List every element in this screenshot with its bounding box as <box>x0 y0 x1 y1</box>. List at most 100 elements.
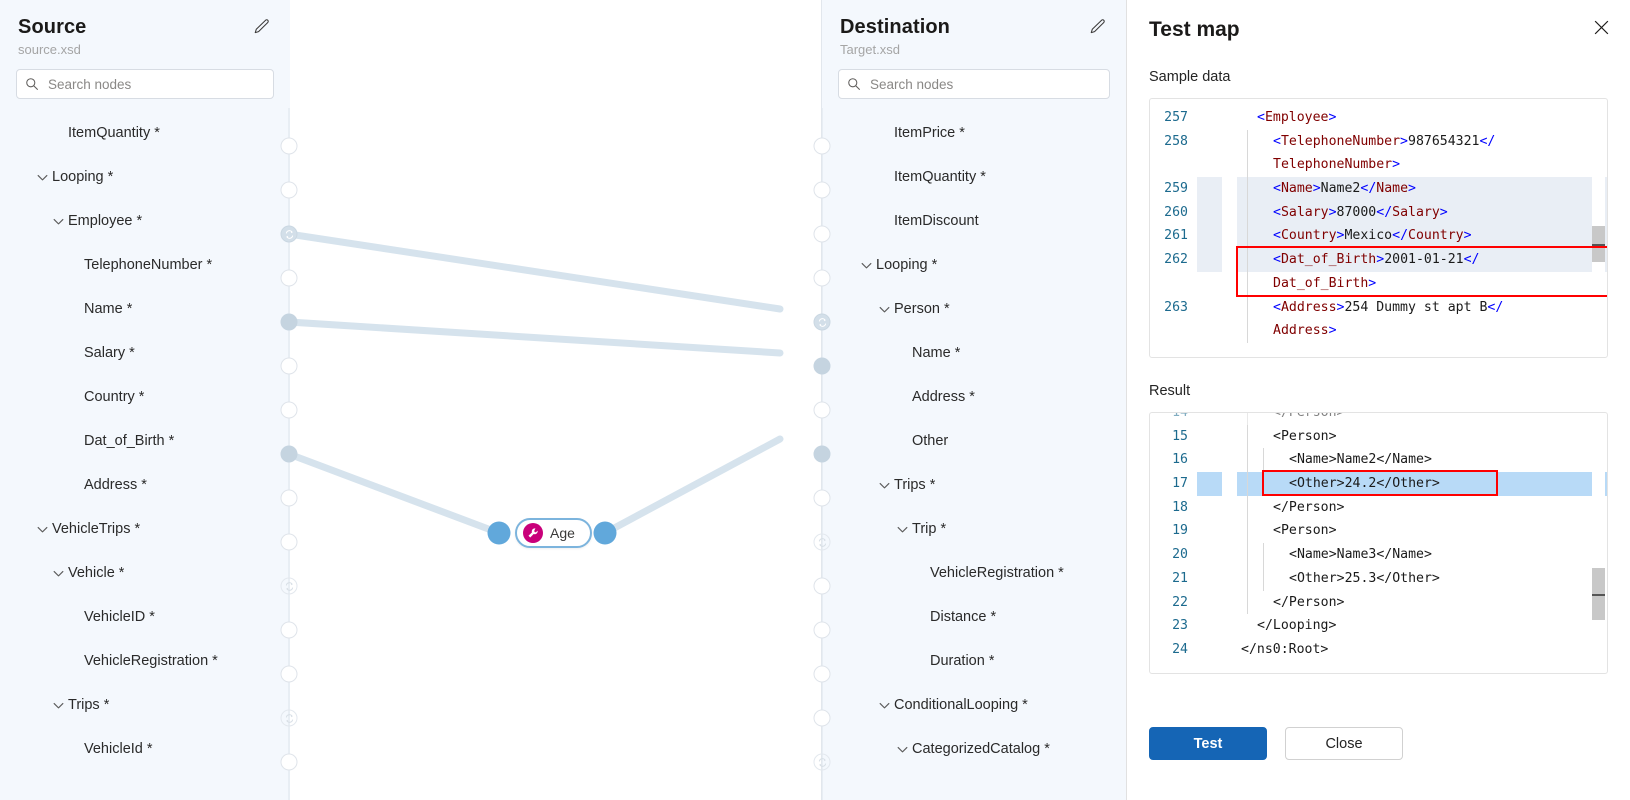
code-line[interactable]: 22</Person> <box>1150 590 1607 615</box>
connector-handle[interactable] <box>813 313 831 331</box>
tree-node-dat-of-birth[interactable]: Dat_of_Birth * <box>0 419 290 463</box>
code-line[interactable]: 15<Person> <box>1150 424 1607 449</box>
tree-node-vehicle[interactable]: Vehicle * <box>0 551 290 595</box>
tree-node-salary[interactable]: Salary * <box>0 331 290 375</box>
chevron-down-icon[interactable] <box>52 567 65 580</box>
connector-handle[interactable] <box>280 533 298 551</box>
tree-node-employee[interactable]: Employee * <box>0 199 290 243</box>
tree-node-conditionallooping[interactable]: ConditionalLooping * <box>822 683 1126 727</box>
function-node-output-handle[interactable] <box>593 521 617 545</box>
result-scrollbar[interactable] <box>1592 413 1605 673</box>
tree-node-vehicleid[interactable]: VehicleID * <box>0 595 290 639</box>
code-line[interactable]: 19<Person> <box>1150 519 1607 544</box>
code-line[interactable]: 16<Name>Name2</Name> <box>1150 448 1607 473</box>
sample-scrollbar-thumb[interactable] <box>1592 226 1605 262</box>
function-node-input-handle[interactable] <box>487 521 511 545</box>
tree-node-itemquantity[interactable]: ItemQuantity * <box>822 155 1126 199</box>
code-line[interactable]: 18</Person> <box>1150 495 1607 520</box>
code-line[interactable]: 24</ns0:Root> <box>1150 638 1607 662</box>
tree-node-looping[interactable]: Looping * <box>0 155 290 199</box>
close-panel-button[interactable] <box>1586 12 1616 42</box>
chevron-down-icon[interactable] <box>878 303 891 316</box>
chevron-down-icon[interactable] <box>52 699 65 712</box>
destination-edit-button[interactable] <box>1084 14 1110 40</box>
connector-handle[interactable] <box>813 533 831 551</box>
result-scrollbar-thumb[interactable] <box>1592 568 1605 620</box>
code-line[interactable]: 259<Name>Name2</Name> <box>1150 177 1607 201</box>
tree-node-distance[interactable]: Distance * <box>822 595 1126 639</box>
code-line[interactable]: 14</Person> <box>1150 413 1607 425</box>
connector-handle[interactable] <box>813 489 831 507</box>
code-line[interactable]: 23</Looping> <box>1150 614 1607 638</box>
tree-node-country[interactable]: Country * <box>0 375 290 419</box>
code-line[interactable]: 21<Other>25.3</Other> <box>1150 566 1607 591</box>
connector-handle[interactable] <box>280 313 298 331</box>
chevron-down-icon[interactable] <box>52 215 65 228</box>
chevron-down-icon[interactable] <box>896 523 909 536</box>
result-editor[interactable]: 14</Person>15<Person>16<Name>Name2</Name… <box>1149 412 1608 674</box>
connector-handle[interactable] <box>813 577 831 595</box>
code-line[interactable]: 261<Country>Mexico</Country> <box>1150 224 1607 249</box>
connector-handle[interactable] <box>280 445 298 463</box>
function-node-age[interactable]: Age <box>515 518 592 548</box>
connector-handle[interactable] <box>280 577 298 595</box>
tree-node-name[interactable]: Name * <box>0 287 290 331</box>
connector-handle[interactable] <box>280 269 298 287</box>
tree-node-address[interactable]: Address * <box>0 463 290 507</box>
code-line[interactable]: TelephoneNumber> <box>1150 153 1607 178</box>
connector-handle[interactable] <box>280 137 298 155</box>
tree-node-trip[interactable]: Trip * <box>822 507 1126 551</box>
connector-handle[interactable] <box>813 665 831 683</box>
tree-node-looping[interactable]: Looping * <box>822 243 1126 287</box>
connector-handle[interactable] <box>280 225 298 243</box>
chevron-down-icon[interactable] <box>36 171 49 184</box>
tree-node-trips[interactable]: Trips * <box>822 463 1126 507</box>
tree-node-trips[interactable]: Trips * <box>0 683 290 727</box>
chevron-down-icon[interactable] <box>878 479 891 492</box>
tree-node-vehicletrips[interactable]: VehicleTrips * <box>0 507 290 551</box>
destination-search-input[interactable] <box>838 69 1110 99</box>
connector-handle[interactable] <box>280 401 298 419</box>
connector-handle[interactable] <box>280 621 298 639</box>
connector-handle[interactable] <box>280 665 298 683</box>
connector-handle[interactable] <box>280 489 298 507</box>
tree-node-duration[interactable]: Duration * <box>822 639 1126 683</box>
close-button[interactable]: Close <box>1285 727 1403 760</box>
tree-node-itemquantity[interactable]: ItemQuantity * <box>0 111 290 155</box>
chevron-down-icon[interactable] <box>36 523 49 536</box>
source-edit-button[interactable] <box>248 14 274 40</box>
tree-node-other[interactable]: Other <box>822 419 1126 463</box>
test-button[interactable]: Test <box>1149 727 1267 760</box>
connector-handle[interactable] <box>813 401 831 419</box>
connector-handle[interactable] <box>813 181 831 199</box>
tree-node-person[interactable]: Person * <box>822 287 1126 331</box>
connector-handle[interactable] <box>813 137 831 155</box>
connector-handle[interactable] <box>813 445 831 463</box>
sample-scrollbar[interactable] <box>1592 99 1605 357</box>
connector-handle[interactable] <box>280 753 298 771</box>
code-line[interactable]: 257<Employee> <box>1150 106 1607 130</box>
mapping-canvas[interactable]: Age <box>290 0 821 800</box>
tree-node-vehicleid[interactable]: VehicleId * <box>0 727 290 771</box>
code-line[interactable]: Address> <box>1150 319 1607 343</box>
connector-handle[interactable] <box>813 269 831 287</box>
sample-data-editor[interactable]: 257<Employee>258<TelephoneNumber>9876543… <box>1149 98 1608 358</box>
tree-node-itemdiscount[interactable]: ItemDiscount <box>822 199 1126 243</box>
code-line[interactable]: 258<TelephoneNumber>987654321</ <box>1150 129 1607 154</box>
connector-handle[interactable] <box>813 225 831 243</box>
chevron-down-icon[interactable] <box>896 743 909 756</box>
tree-node-name[interactable]: Name * <box>822 331 1126 375</box>
code-line[interactable]: 263<Address>254 Dummy st apt B</ <box>1150 295 1607 320</box>
code-line[interactable]: 20<Name>Name3</Name> <box>1150 543 1607 567</box>
chevron-down-icon[interactable] <box>878 699 891 712</box>
code-line[interactable]: 262<Dat_of_Birth>2001-01-21</ <box>1150 248 1607 272</box>
connector-handle[interactable] <box>813 753 831 771</box>
connector-handle[interactable] <box>280 181 298 199</box>
source-search-input[interactable] <box>16 69 274 99</box>
connector-handle[interactable] <box>813 621 831 639</box>
connector-handle[interactable] <box>280 357 298 375</box>
tree-node-categorizedcatalog[interactable]: CategorizedCatalog * <box>822 727 1126 771</box>
code-line[interactable]: 17<Other>24.2</Other> <box>1150 472 1607 496</box>
tree-node-address[interactable]: Address * <box>822 375 1126 419</box>
code-line[interactable]: Dat_of_Birth> <box>1150 271 1607 296</box>
